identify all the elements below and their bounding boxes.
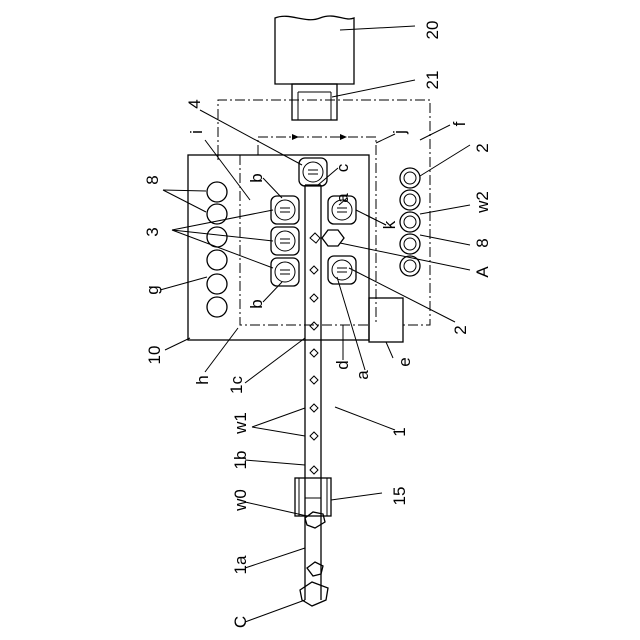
head-4 [299, 158, 327, 186]
label-1b: 1b [231, 451, 250, 470]
label-8-right: 8 [473, 238, 492, 247]
label-a-top: a [333, 193, 352, 203]
label-1a: 1a [231, 555, 250, 574]
unit-e [369, 298, 403, 342]
label-e: e [395, 357, 414, 366]
label-1c: 1c [227, 376, 246, 394]
label-1: 1 [390, 427, 409, 436]
label-h: h [193, 375, 212, 384]
label-2-top: 2 [473, 143, 492, 152]
label-8-left: 8 [143, 175, 162, 184]
items-w1 [310, 233, 320, 474]
conveyor-1 [305, 185, 321, 600]
label-j: j [390, 130, 409, 135]
label-a-bottom: a [353, 370, 372, 380]
label-w2: w2 [473, 191, 492, 214]
label-w1: w1 [231, 412, 250, 435]
label-C: C [231, 616, 250, 628]
label-g: g [143, 285, 162, 294]
leader-lines [160, 26, 470, 622]
label-d: d [333, 360, 352, 369]
label-i: i [187, 130, 206, 134]
item-C [300, 582, 328, 606]
reference-labels: 20 21 4 i j f 2 8 b c a w2 3 k 8 A g b 2… [143, 21, 492, 629]
label-15: 15 [390, 487, 409, 506]
label-f: f [450, 121, 469, 126]
actuator-20 [275, 16, 354, 84]
label-10: 10 [145, 346, 164, 365]
label-k: k [380, 220, 399, 229]
heads-b [271, 196, 299, 286]
circle-column-w2 [400, 168, 420, 276]
label-A: A [473, 266, 492, 278]
label-b-bottom: b [247, 299, 266, 308]
label-4: 4 [185, 99, 204, 108]
item-w0 [305, 512, 325, 528]
label-c: c [333, 163, 352, 172]
label-20: 20 [423, 21, 442, 40]
label-21: 21 [423, 71, 442, 90]
connector-21 [292, 84, 337, 120]
label-3: 3 [143, 227, 162, 236]
label-b-top: b [247, 173, 266, 182]
label-w0: w0 [231, 489, 250, 512]
guide-15 [295, 478, 331, 516]
label-2-bottom: 2 [451, 325, 470, 334]
